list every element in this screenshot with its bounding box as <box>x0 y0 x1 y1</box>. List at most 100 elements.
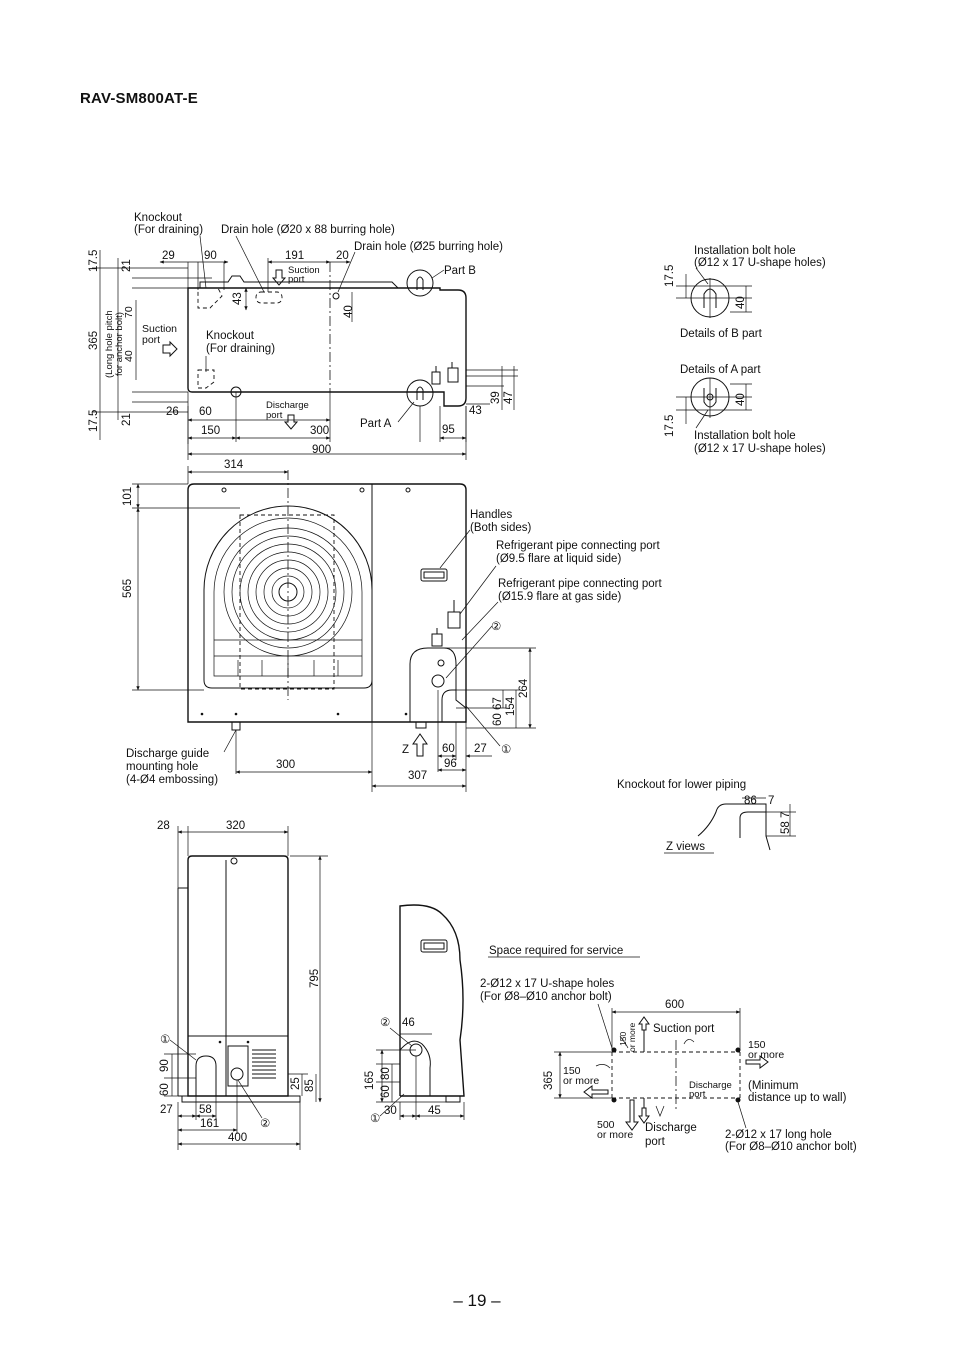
front-dim-264: 264 <box>518 678 530 698</box>
side-louvres <box>252 1049 276 1079</box>
z-view-caption: Z views <box>666 841 705 853</box>
drain-hole-20-label: Drain hole (Ø20 x 88 burring hole) <box>221 224 395 236</box>
pitch-label: (Long hole pitch <box>104 310 115 378</box>
handles-label: Handles <box>470 509 512 521</box>
z-view: Knockout for lower piping 86 7 7 58 Z vi… <box>617 779 796 854</box>
handles-label-sub: (Both sides) <box>470 522 532 534</box>
side-dim-28: 28 <box>157 820 170 832</box>
side-circle-1: ① <box>160 1034 170 1046</box>
service-500: 500 <box>597 1119 615 1131</box>
service-discharge-inner: Discharge <box>689 1080 732 1091</box>
dim-40-mid: 40 <box>123 350 135 362</box>
z-view-title: Knockout for lower piping <box>617 779 746 791</box>
guide-label: Discharge guide <box>126 748 209 760</box>
service-suction-label: Suction port <box>653 1023 715 1035</box>
service-minimum-label-sub: distance up to wall) <box>748 1092 847 1104</box>
front-circle-2: ② <box>491 621 501 633</box>
detail-circle-1: ① <box>370 1113 380 1125</box>
knockout-label-sub: (For draining) <box>134 224 203 236</box>
drain-hole-25-label: Drain hole (Ø25 burring hole) <box>354 241 503 253</box>
front-dim-67: 67 <box>492 697 504 710</box>
detail-dim-165: 165 <box>364 1071 376 1090</box>
dim-43-top: 43 <box>232 292 244 305</box>
service-500-sub: or more <box>597 1129 633 1141</box>
part-a-label: Part A <box>360 418 392 430</box>
details-a-dim-40: 40 <box>735 393 747 406</box>
dim-900: 900 <box>312 444 331 456</box>
side-dim-795: 795 <box>309 969 321 988</box>
details-b-dim-40: 40 <box>735 296 747 309</box>
front-dim-27: 27 <box>474 743 487 755</box>
front-dim-60-bottom: 60 <box>442 743 455 755</box>
details-b-label-sub: (Ø12 x 17 U-shape holes) <box>694 257 826 269</box>
service-discharge-label-sub: port <box>645 1136 666 1148</box>
dim-17-5-top: 17.5 <box>88 250 100 272</box>
details-a: Details of A part Installation bolt hole… <box>664 364 826 455</box>
front-dim-154: 154 <box>505 696 517 716</box>
suction-port-label-sub: port <box>288 274 305 285</box>
service-150-top-sub: or more <box>627 1022 637 1052</box>
discharge-port-label-sub: port <box>266 410 283 421</box>
side-dim-90: 90 <box>159 1059 171 1072</box>
side-dim-85: 85 <box>304 1079 316 1092</box>
dim-20: 20 <box>336 250 349 262</box>
dim-43-bottom: 43 <box>469 405 482 417</box>
service-minimum-label: (Minimum <box>748 1080 798 1092</box>
dim-17-5-bottom: 17.5 <box>88 410 100 432</box>
detail-view: 165 80 60 46 ② 30 45 ① <box>364 904 465 1125</box>
suction-side-label: Suction <box>142 323 177 335</box>
gas-port-label-sub: (Ø15.9 flare at gas side) <box>498 591 622 603</box>
part-b-label: Part B <box>444 265 476 277</box>
side-dim-400: 400 <box>228 1132 247 1144</box>
details-b-dim-17-5: 17.5 <box>664 265 676 287</box>
dim-60: 60 <box>199 406 212 418</box>
knockout-mid-label: Knockout <box>206 330 255 342</box>
service-discharge-label: Discharge <box>645 1122 697 1134</box>
detail-dim-46: 46 <box>402 1017 415 1029</box>
side-dim-25: 25 <box>290 1077 302 1090</box>
front-dim-565: 565 <box>122 579 134 598</box>
dim-39: 39 <box>490 391 502 404</box>
service-dim-365: 365 <box>543 1071 555 1090</box>
top-view: Knockout (For draining) Drain hole (Ø20 … <box>88 212 518 460</box>
service-150-right: 150 <box>748 1039 766 1051</box>
side-circle-2: ② <box>260 1118 270 1130</box>
dim-40-top: 40 <box>343 305 355 318</box>
dim-26: 26 <box>166 406 179 418</box>
front-dim-101: 101 <box>122 487 134 506</box>
detail-dim-45: 45 <box>428 1105 441 1117</box>
service-uholes-label: 2-Ø12 x 17 U-shape holes <box>480 978 614 990</box>
side-dim-58: 58 <box>199 1104 212 1116</box>
service-150-left: 150 <box>563 1065 581 1077</box>
dim-150: 150 <box>201 425 220 437</box>
z-dim-58: 58 <box>780 821 792 834</box>
guide-label-3: (4-Ø4 embossing) <box>126 774 218 786</box>
side-dim-320: 320 <box>226 820 245 832</box>
page-number: – 19 – <box>453 1291 501 1310</box>
detail-dim-30: 30 <box>384 1105 397 1117</box>
details-a-label-sub: (Ø12 x 17 U-shape holes) <box>694 443 826 455</box>
side-dim-161: 161 <box>200 1118 219 1130</box>
suction-side-label-sub: port <box>142 334 160 346</box>
suction-port-label: Suction <box>288 265 320 276</box>
front-view: 314 101 565 264 154 67 60 60 27 96 307 3… <box>122 459 662 792</box>
front-circle-1: ① <box>501 744 511 756</box>
dim-365: 365 <box>88 331 100 350</box>
detail-dim-60: 60 <box>380 1085 392 1098</box>
discharge-port-label: Discharge <box>266 400 309 411</box>
liquid-port-label-sub: (Ø9.5 flare at liquid side) <box>496 553 621 565</box>
details-a-dim-17-5: 17.5 <box>664 415 676 437</box>
dim-47: 47 <box>503 391 515 404</box>
service-150-top: 150 <box>618 1032 628 1046</box>
service-longhole-label: 2-Ø12 x 17 long hole <box>725 1129 832 1141</box>
z-dim-7a: 7 <box>768 795 774 807</box>
front-dim-96: 96 <box>444 758 457 770</box>
side-dim-60: 60 <box>159 1083 171 1096</box>
service-dim-600: 600 <box>665 999 684 1011</box>
dim-70: 70 <box>123 306 135 318</box>
service-150-right-sub: or more <box>748 1049 784 1061</box>
details-b-label: Installation bolt hole <box>694 245 796 257</box>
details-a-label: Installation bolt hole <box>694 430 796 442</box>
